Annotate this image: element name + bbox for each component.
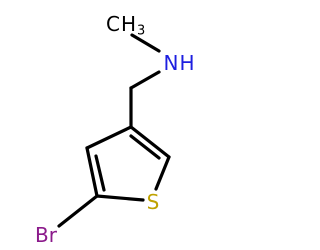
- amine-hydrogen-label: H: [179, 51, 194, 75]
- bond-group: [57, 33, 171, 228]
- bond-c4-c5-double: [94, 154, 106, 192]
- bond-c5-sulfur: [95, 194, 145, 202]
- methyl-subscript: 3: [137, 24, 145, 39]
- bond-c5-bromine: [57, 194, 99, 228]
- bond-c2-c3-double: [129, 134, 161, 160]
- bond-c4-c5: [85, 146, 99, 198]
- nitrogen-label: N: [164, 51, 179, 75]
- bromine-label: Br: [35, 223, 58, 247]
- bond-methyl-nitrogen: [130, 33, 161, 53]
- bond-c3-c4: [85, 125, 133, 150]
- methyl-label: C H 3: [106, 12, 145, 39]
- sulfur-label: S: [147, 190, 160, 214]
- bond-c2-c3: [129, 125, 171, 159]
- bond-nitrogen-methylene: [129, 70, 161, 90]
- bond-sulfur-c2: [154, 155, 171, 191]
- molecule-structure-diagram: C H 3 N H S Br: [35, 12, 195, 247]
- amine-label: N H: [164, 51, 195, 75]
- methyl-hydrogen-label: H: [121, 12, 136, 36]
- methyl-carbon-label: C: [106, 12, 120, 36]
